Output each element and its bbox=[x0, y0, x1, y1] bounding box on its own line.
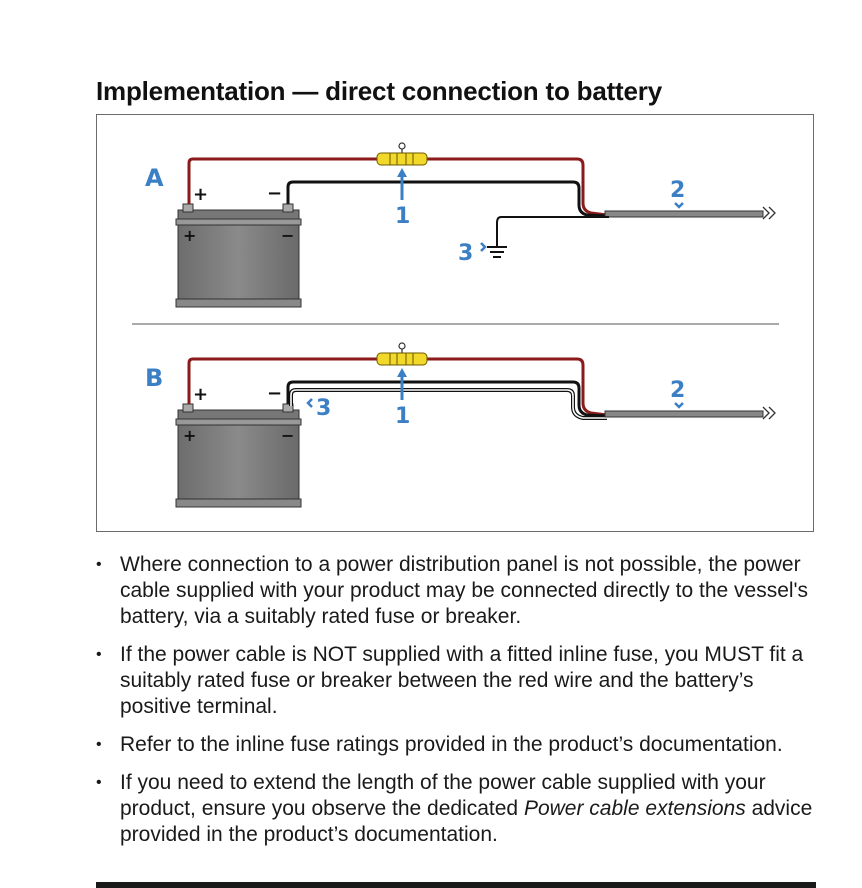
wiring-diagram: A + − + − bbox=[96, 114, 814, 532]
black-wire-b bbox=[286, 380, 608, 418]
black-wire-a bbox=[286, 180, 608, 218]
battery-b-plus-top: + bbox=[193, 384, 208, 405]
battery-a-plus-top: + bbox=[193, 184, 208, 205]
list-item-text: advice provided in the product’s documen… bbox=[120, 797, 813, 846]
callout-3-a: 3 bbox=[458, 241, 473, 266]
inline-fuse-b bbox=[376, 342, 428, 366]
battery-a-plus-body: + bbox=[183, 226, 196, 245]
instruction-list: Where connection to a power distribution… bbox=[96, 552, 826, 860]
panel-b-label: B bbox=[145, 364, 163, 392]
red-wire-b bbox=[187, 357, 608, 417]
page-title: Implementation — direct connection to ba… bbox=[96, 76, 662, 106]
callout-3-b: 3 bbox=[316, 396, 331, 421]
wiring-diagram-svg: A + − + − bbox=[132, 142, 779, 508]
callout-1-b: 1 bbox=[395, 404, 410, 429]
cable-a-break-icon bbox=[762, 206, 776, 220]
battery-b-minus-top: − bbox=[267, 383, 282, 404]
battery-a-minus-body: − bbox=[281, 226, 294, 245]
red-wire-a bbox=[187, 157, 608, 217]
cable-b-break-icon bbox=[762, 406, 776, 420]
callout-2-b: 2 bbox=[670, 378, 685, 403]
callout-2-arrow-b bbox=[674, 402, 684, 409]
inline-fuse-a bbox=[376, 142, 428, 166]
battery-a-minus-top: − bbox=[267, 183, 282, 204]
list-item-text: If you need to extend the length of the … bbox=[120, 771, 766, 820]
drain-wire-b bbox=[290, 389, 607, 419]
list-item: If the power cable is NOT supplied with … bbox=[96, 642, 826, 720]
drain-wire-b-outline bbox=[289, 388, 607, 420]
battery-b-plus-body: + bbox=[183, 426, 196, 445]
panel-a: A + − + − bbox=[145, 142, 776, 308]
ground-icon bbox=[487, 246, 507, 258]
callout-2-arrow-a bbox=[674, 202, 684, 209]
page-footer-rule bbox=[96, 882, 816, 888]
callout-3-arrow-b bbox=[306, 398, 313, 408]
callout-1-arrowhead-b bbox=[397, 368, 407, 377]
panel-a-label: A bbox=[145, 164, 164, 192]
power-cable-extensions-ref: Power cable extensions bbox=[523, 797, 746, 820]
list-item: If you need to extend the length of the … bbox=[96, 770, 826, 848]
power-cable-b bbox=[604, 410, 764, 418]
callout-2-a: 2 bbox=[670, 178, 685, 203]
ground-wire-a bbox=[496, 215, 609, 247]
list-item: Refer to the inline fuse ratings provide… bbox=[96, 732, 826, 758]
battery-b bbox=[175, 403, 302, 508]
callout-1-a: 1 bbox=[395, 204, 410, 229]
battery-a bbox=[175, 203, 302, 308]
panel-b: B + − + − bbox=[145, 342, 776, 508]
power-cable-a bbox=[604, 210, 764, 218]
callout-3-arrow-a bbox=[480, 242, 487, 252]
battery-b-minus-body: − bbox=[281, 426, 294, 445]
callout-1-arrowhead-a bbox=[397, 168, 407, 177]
list-item: Where connection to a power distribution… bbox=[96, 552, 826, 630]
